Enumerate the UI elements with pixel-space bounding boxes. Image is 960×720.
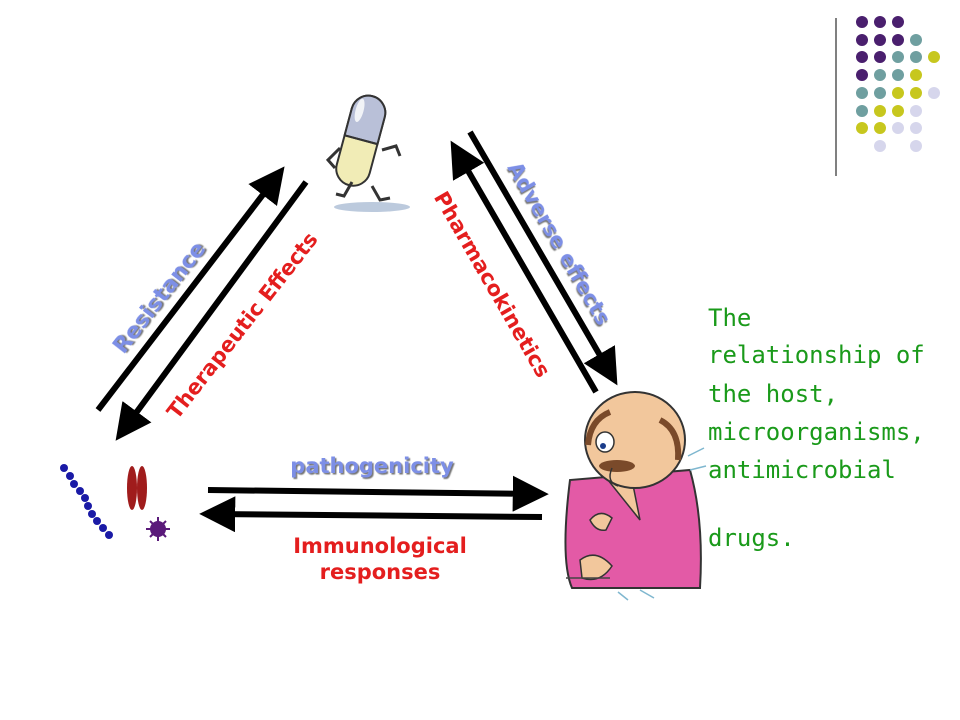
resistance-arrow: [95, 166, 285, 412]
elderly-man-host-icon: [564, 391, 707, 601]
caption-line: The: [708, 304, 752, 332]
immunological-label-line2: responses: [320, 560, 441, 584]
caption-line: the host,: [708, 380, 839, 408]
dot-grid-decoration: [835, 16, 940, 176]
caption-line: drugs.: [708, 524, 795, 552]
caption-line: antimicrobial: [708, 456, 896, 484]
adverse-effects-label: Adverse effects: [503, 158, 616, 329]
microorganisms-icon: [60, 464, 170, 541]
resistance-label: Resistance: [109, 237, 212, 358]
therapeutic-arrow: [115, 180, 309, 441]
immunological-arrow: [199, 496, 543, 533]
capsule-character-icon: [325, 94, 410, 212]
caption-line: relationship of: [708, 341, 925, 369]
diagram-arrows: [95, 130, 618, 533]
pathogenicity-arrow: [207, 475, 549, 512]
adverse-effects-arrow: [467, 130, 618, 386]
pathogenicity-label: pathogenicity: [290, 454, 454, 478]
immunological-label-line1: Immunological: [293, 534, 467, 558]
caption-line: microorganisms,: [708, 418, 925, 446]
pharmacokinetics-arrow: [450, 140, 599, 394]
